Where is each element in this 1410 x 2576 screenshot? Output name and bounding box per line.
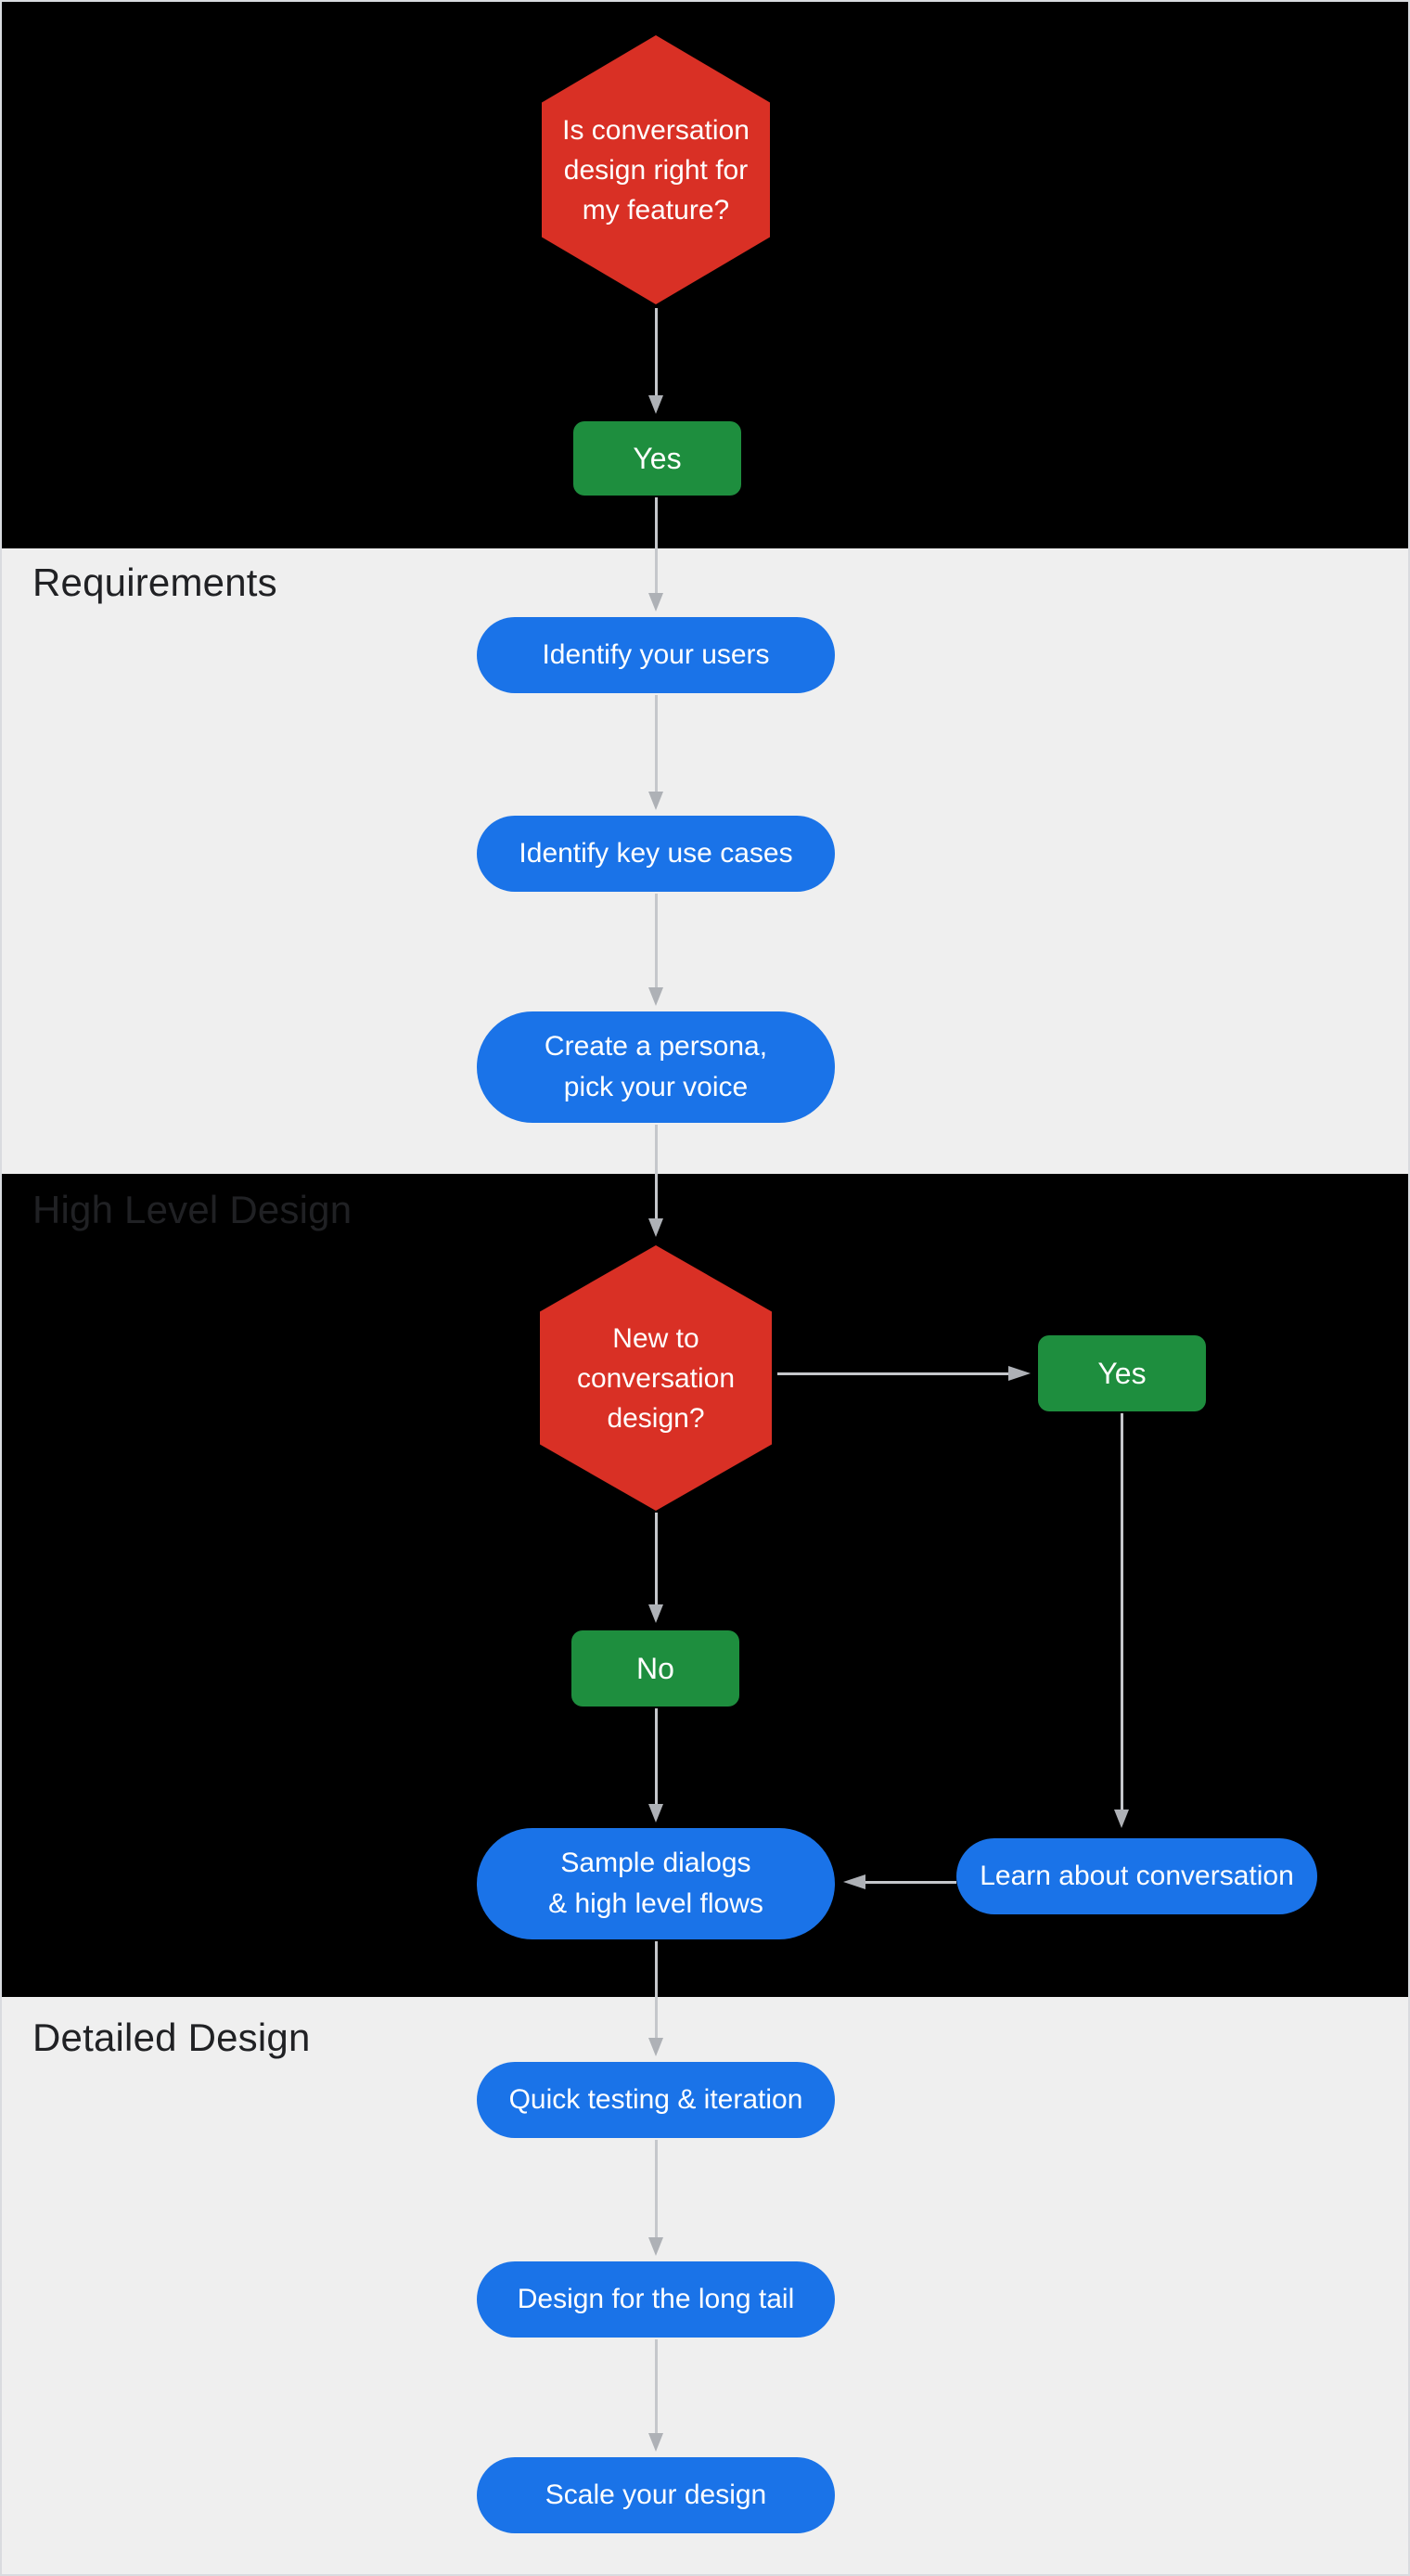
step-learn-about-conversation[interactable]: Learn about conversation	[956, 1838, 1317, 1914]
arrow-line	[655, 695, 658, 792]
arrow-head-down	[648, 2237, 663, 2256]
decision-is-conversation-design-right[interactable]: Is conversation design right for my feat…	[542, 35, 770, 304]
arrow-line	[655, 308, 658, 395]
arrow-line	[655, 497, 658, 593]
step-identify-key-use-cases[interactable]: Identify key use cases	[477, 816, 835, 892]
arrow-head-down	[1114, 1810, 1129, 1828]
arrow-head-down	[648, 1604, 663, 1623]
arrow-head-left	[843, 1874, 865, 1889]
arrow-head-down	[648, 2038, 663, 2056]
step-create-persona-pick-voice[interactable]: Create a persona, pick your voice	[477, 1011, 835, 1123]
arrow-head-down	[648, 987, 663, 1006]
step-sample-dialogs-high-level-flows[interactable]: Sample dialogs & high level flows	[477, 1828, 835, 1939]
arrow-head-down	[648, 395, 663, 414]
arrow-line	[655, 2339, 658, 2433]
answer-yes-button[interactable]: Yes	[573, 421, 741, 496]
arrow-line	[777, 1372, 1008, 1375]
arrow-line	[655, 1708, 658, 1804]
arrow-line	[655, 1941, 658, 2038]
arrow-head-down	[648, 593, 663, 612]
arrow-head-right	[1008, 1366, 1031, 1381]
arrow-line	[655, 1125, 658, 1218]
step-design-for-the-long-tail[interactable]: Design for the long tail	[477, 2261, 835, 2338]
arrow-line	[1121, 1413, 1123, 1810]
arrow-head-down	[648, 1218, 663, 1237]
arrow-line	[865, 1881, 956, 1884]
arrow-line	[655, 894, 658, 987]
section-label-high-level-design: High Level Design	[32, 1188, 352, 1231]
arrow-line	[655, 2140, 658, 2237]
step-identify-your-users[interactable]: Identify your users	[477, 617, 835, 693]
arrow-head-down	[648, 792, 663, 810]
section-label-requirements: Requirements	[32, 560, 277, 604]
step-scale-your-design[interactable]: Scale your design	[477, 2457, 835, 2533]
arrow-line	[655, 1513, 658, 1604]
section-label-detailed-design: Detailed Design	[32, 2016, 311, 2059]
answer-no-button[interactable]: No	[571, 1630, 739, 1707]
arrow-head-down	[648, 2433, 663, 2452]
arrow-head-down	[648, 1804, 663, 1823]
step-quick-testing-iteration[interactable]: Quick testing & iteration	[477, 2062, 835, 2138]
answer-yes-button-2[interactable]: Yes	[1038, 1335, 1206, 1411]
